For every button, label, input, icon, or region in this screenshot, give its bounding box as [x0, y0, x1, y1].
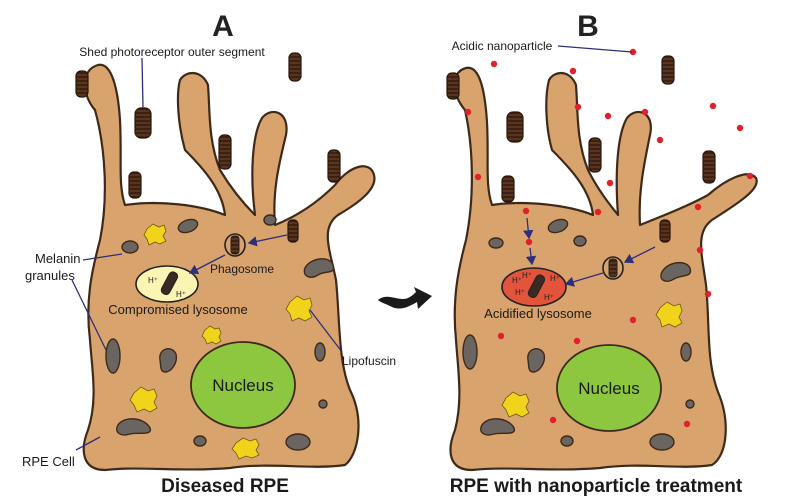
panel-a-letter: A: [212, 10, 234, 43]
rpe-cell-body: [82, 63, 376, 472]
panel-b: B Nucleus: [446, 10, 758, 497]
lipofuscin-b: [501, 301, 683, 418]
melanin-label-2: granules: [25, 268, 75, 283]
curly-right-arrow-icon: [378, 287, 432, 309]
compromised-lysosome-label: Compromised lysosome: [108, 302, 247, 317]
phagosome-b: [602, 256, 624, 280]
melanin-granules-b: [462, 218, 695, 451]
shed-segment-label: Shed photoreceptor outer segment: [79, 45, 265, 59]
svg-text:H⁺: H⁺: [148, 276, 158, 285]
phagosome-label: Phagosome: [210, 262, 274, 276]
nucleus-a: [190, 341, 296, 429]
outer-segments-b: [446, 55, 716, 243]
acidified-lysosome-b: H⁺ H⁺ H⁺ H⁺ H⁺: [501, 267, 567, 307]
phagosome-a: [224, 233, 246, 257]
nanoparticles-b: [464, 48, 754, 428]
melanin-label-1: Melanin: [35, 251, 81, 266]
panel-b-caption: RPE with nanoparticle treatment: [450, 476, 743, 497]
svg-text:H⁺: H⁺: [550, 274, 560, 283]
svg-text:H⁺: H⁺: [176, 290, 186, 299]
acidic-nanoparticle-label: Acidic nanoparticle: [452, 39, 553, 53]
panel-a: A Nucleus: [22, 10, 396, 497]
compromised-lysosome-a: H⁺ H⁺: [135, 265, 199, 303]
svg-text:H⁺: H⁺: [522, 271, 532, 280]
melanin-granules-a: [105, 214, 335, 451]
panel-a-caption: Diseased RPE: [161, 476, 289, 497]
outer-segments-a: [75, 52, 341, 243]
lipofuscin-label: Lipofuscin: [342, 354, 396, 368]
panel-b-letter: B: [577, 10, 599, 43]
svg-text:H⁺: H⁺: [512, 276, 522, 285]
svg-text:H⁺: H⁺: [515, 288, 525, 297]
pointer-lines-a: [71, 57, 343, 451]
nucleus-b: [556, 344, 662, 432]
svg-text:H⁺: H⁺: [544, 293, 554, 302]
nucleus-b-label: Nucleus: [578, 379, 639, 398]
acidified-lysosome-label: Acidified lysosome: [484, 306, 592, 321]
rpe-cell-label: RPE Cell: [22, 454, 75, 469]
nucleus-a-label: Nucleus: [212, 376, 273, 395]
lipofuscin-a: [129, 223, 313, 460]
pointer-lines-b: [523, 45, 656, 287]
